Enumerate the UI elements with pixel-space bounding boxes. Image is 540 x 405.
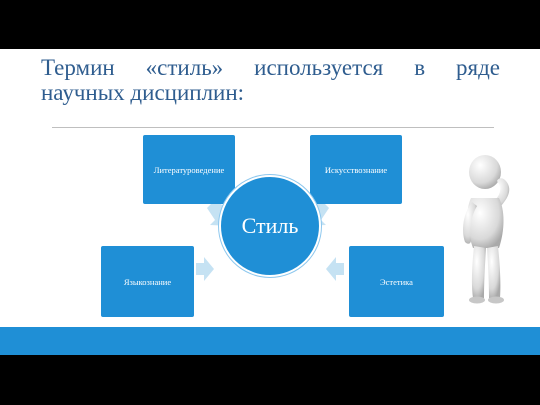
center-circle-style: Стиль bbox=[219, 175, 321, 277]
title-divider bbox=[52, 127, 494, 128]
title-line-2: научных дисциплин: bbox=[41, 80, 245, 105]
slide: Термин «стиль» используется в ряде научн… bbox=[0, 49, 540, 355]
arrow-left-icon bbox=[196, 257, 214, 281]
box-linguistics: Языкознание bbox=[101, 246, 194, 317]
box-literature-studies: Литературоведение bbox=[143, 135, 235, 204]
arrow-right-icon bbox=[326, 257, 344, 281]
slide-title: Термин «стиль» используется в ряде научн… bbox=[41, 55, 500, 105]
box-aesthetics: Эстетика bbox=[349, 246, 444, 317]
footer-bar bbox=[0, 327, 540, 355]
title-line-1: Термин «стиль» используется в ряде bbox=[41, 55, 500, 80]
box-art-studies: Искусствознание bbox=[310, 135, 402, 204]
thinking-person-figure-icon bbox=[463, 155, 510, 304]
